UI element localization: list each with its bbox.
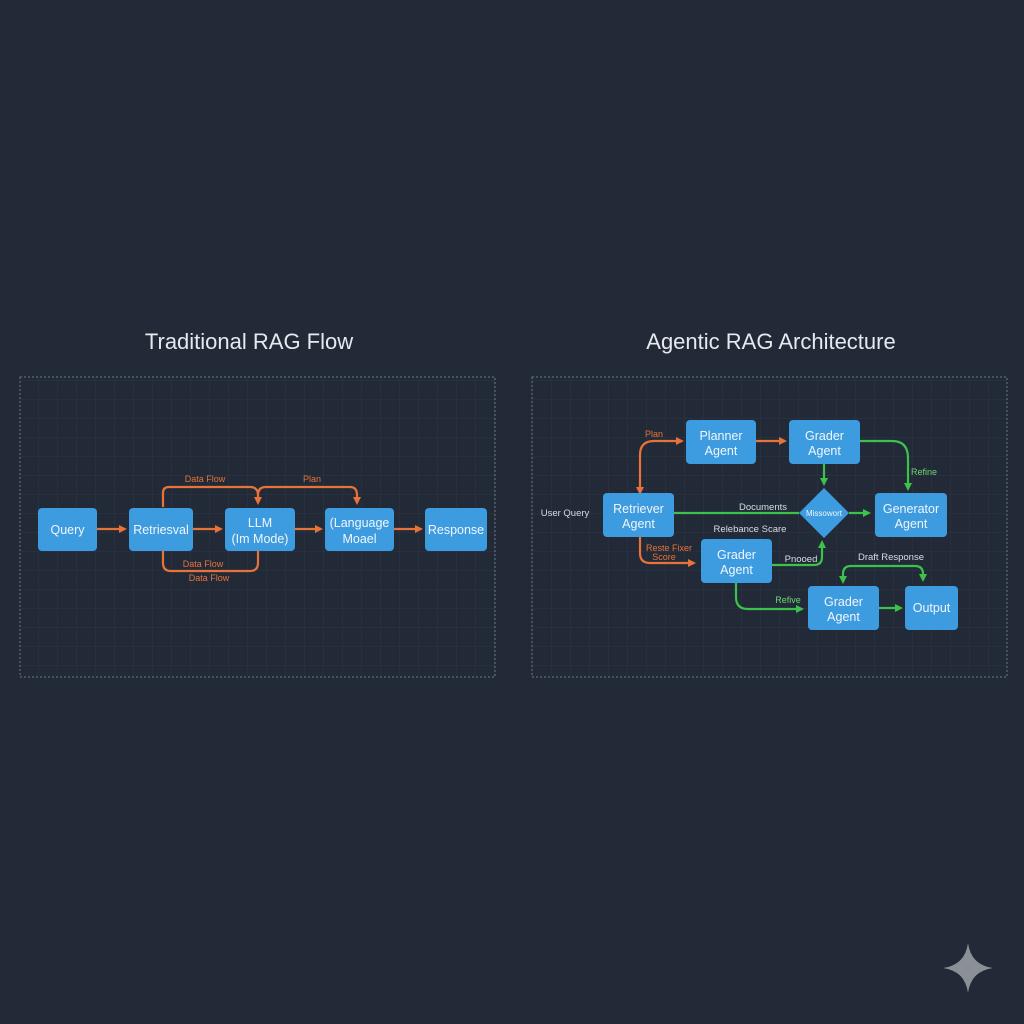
label-draft-response: Draft Response xyxy=(858,552,924,563)
left-edges xyxy=(97,485,423,573)
label-score: Score xyxy=(652,552,676,562)
node-llm[interactable]: LLM (Im Mode) xyxy=(225,508,295,551)
label-documents: Documents xyxy=(739,502,787,513)
left-title: Traditional RAG Flow xyxy=(145,329,353,354)
svg-text:Response: Response xyxy=(428,523,484,537)
label-plan: Plan xyxy=(303,474,321,484)
svg-text:Agent: Agent xyxy=(622,517,655,531)
label-proceed: Pnooed xyxy=(785,554,818,565)
svg-text:Agent: Agent xyxy=(895,517,928,531)
svg-text:Missowort: Missowort xyxy=(806,509,843,518)
right-title: Agentic RAG Architecture xyxy=(646,329,895,354)
node-output[interactable]: Output xyxy=(905,586,958,630)
label-relevance-score: Relebance Scare xyxy=(714,524,787,535)
sparkle-icon xyxy=(943,943,993,993)
svg-text:Grader: Grader xyxy=(805,429,844,443)
svg-text:Output: Output xyxy=(913,601,951,615)
label-data-flow-bottom: Data Flow xyxy=(183,559,224,569)
svg-text:Retriever: Retriever xyxy=(613,502,664,516)
svg-text:(Im Mode): (Im Mode) xyxy=(232,532,289,546)
svg-text:(Language: (Language xyxy=(330,516,390,530)
node-query[interactable]: Query xyxy=(38,508,97,551)
node-response[interactable]: Response xyxy=(425,508,487,551)
label-refive: Refive xyxy=(775,595,801,605)
svg-text:Agent: Agent xyxy=(720,563,753,577)
label-refine: Refine xyxy=(911,467,937,477)
label-data-flow-bottom-2: Data Flow xyxy=(189,573,230,583)
label-user-query: User Query xyxy=(541,508,590,519)
svg-text:Generator: Generator xyxy=(883,502,939,516)
label-data-flow-top: Data Flow xyxy=(185,474,226,484)
svg-text:Planner: Planner xyxy=(699,429,742,443)
svg-text:Grader: Grader xyxy=(717,548,756,562)
svg-text:Agent: Agent xyxy=(808,444,841,458)
svg-text:Moael: Moael xyxy=(342,532,376,546)
node-decision-diamond[interactable]: Missowort xyxy=(799,488,849,538)
svg-text:LLM: LLM xyxy=(248,516,272,530)
right-edges xyxy=(636,437,927,613)
svg-text:Retriesval: Retriesval xyxy=(133,523,189,537)
svg-text:Query: Query xyxy=(50,523,85,537)
svg-text:Grader: Grader xyxy=(824,595,863,609)
node-retrieval[interactable]: Retriesval xyxy=(129,508,193,551)
label-reste-fixer: Reste Fixer xyxy=(646,543,692,553)
label-plan-right: Plan xyxy=(645,429,663,439)
svg-text:Agent: Agent xyxy=(705,444,738,458)
svg-text:Agent: Agent xyxy=(827,610,860,624)
